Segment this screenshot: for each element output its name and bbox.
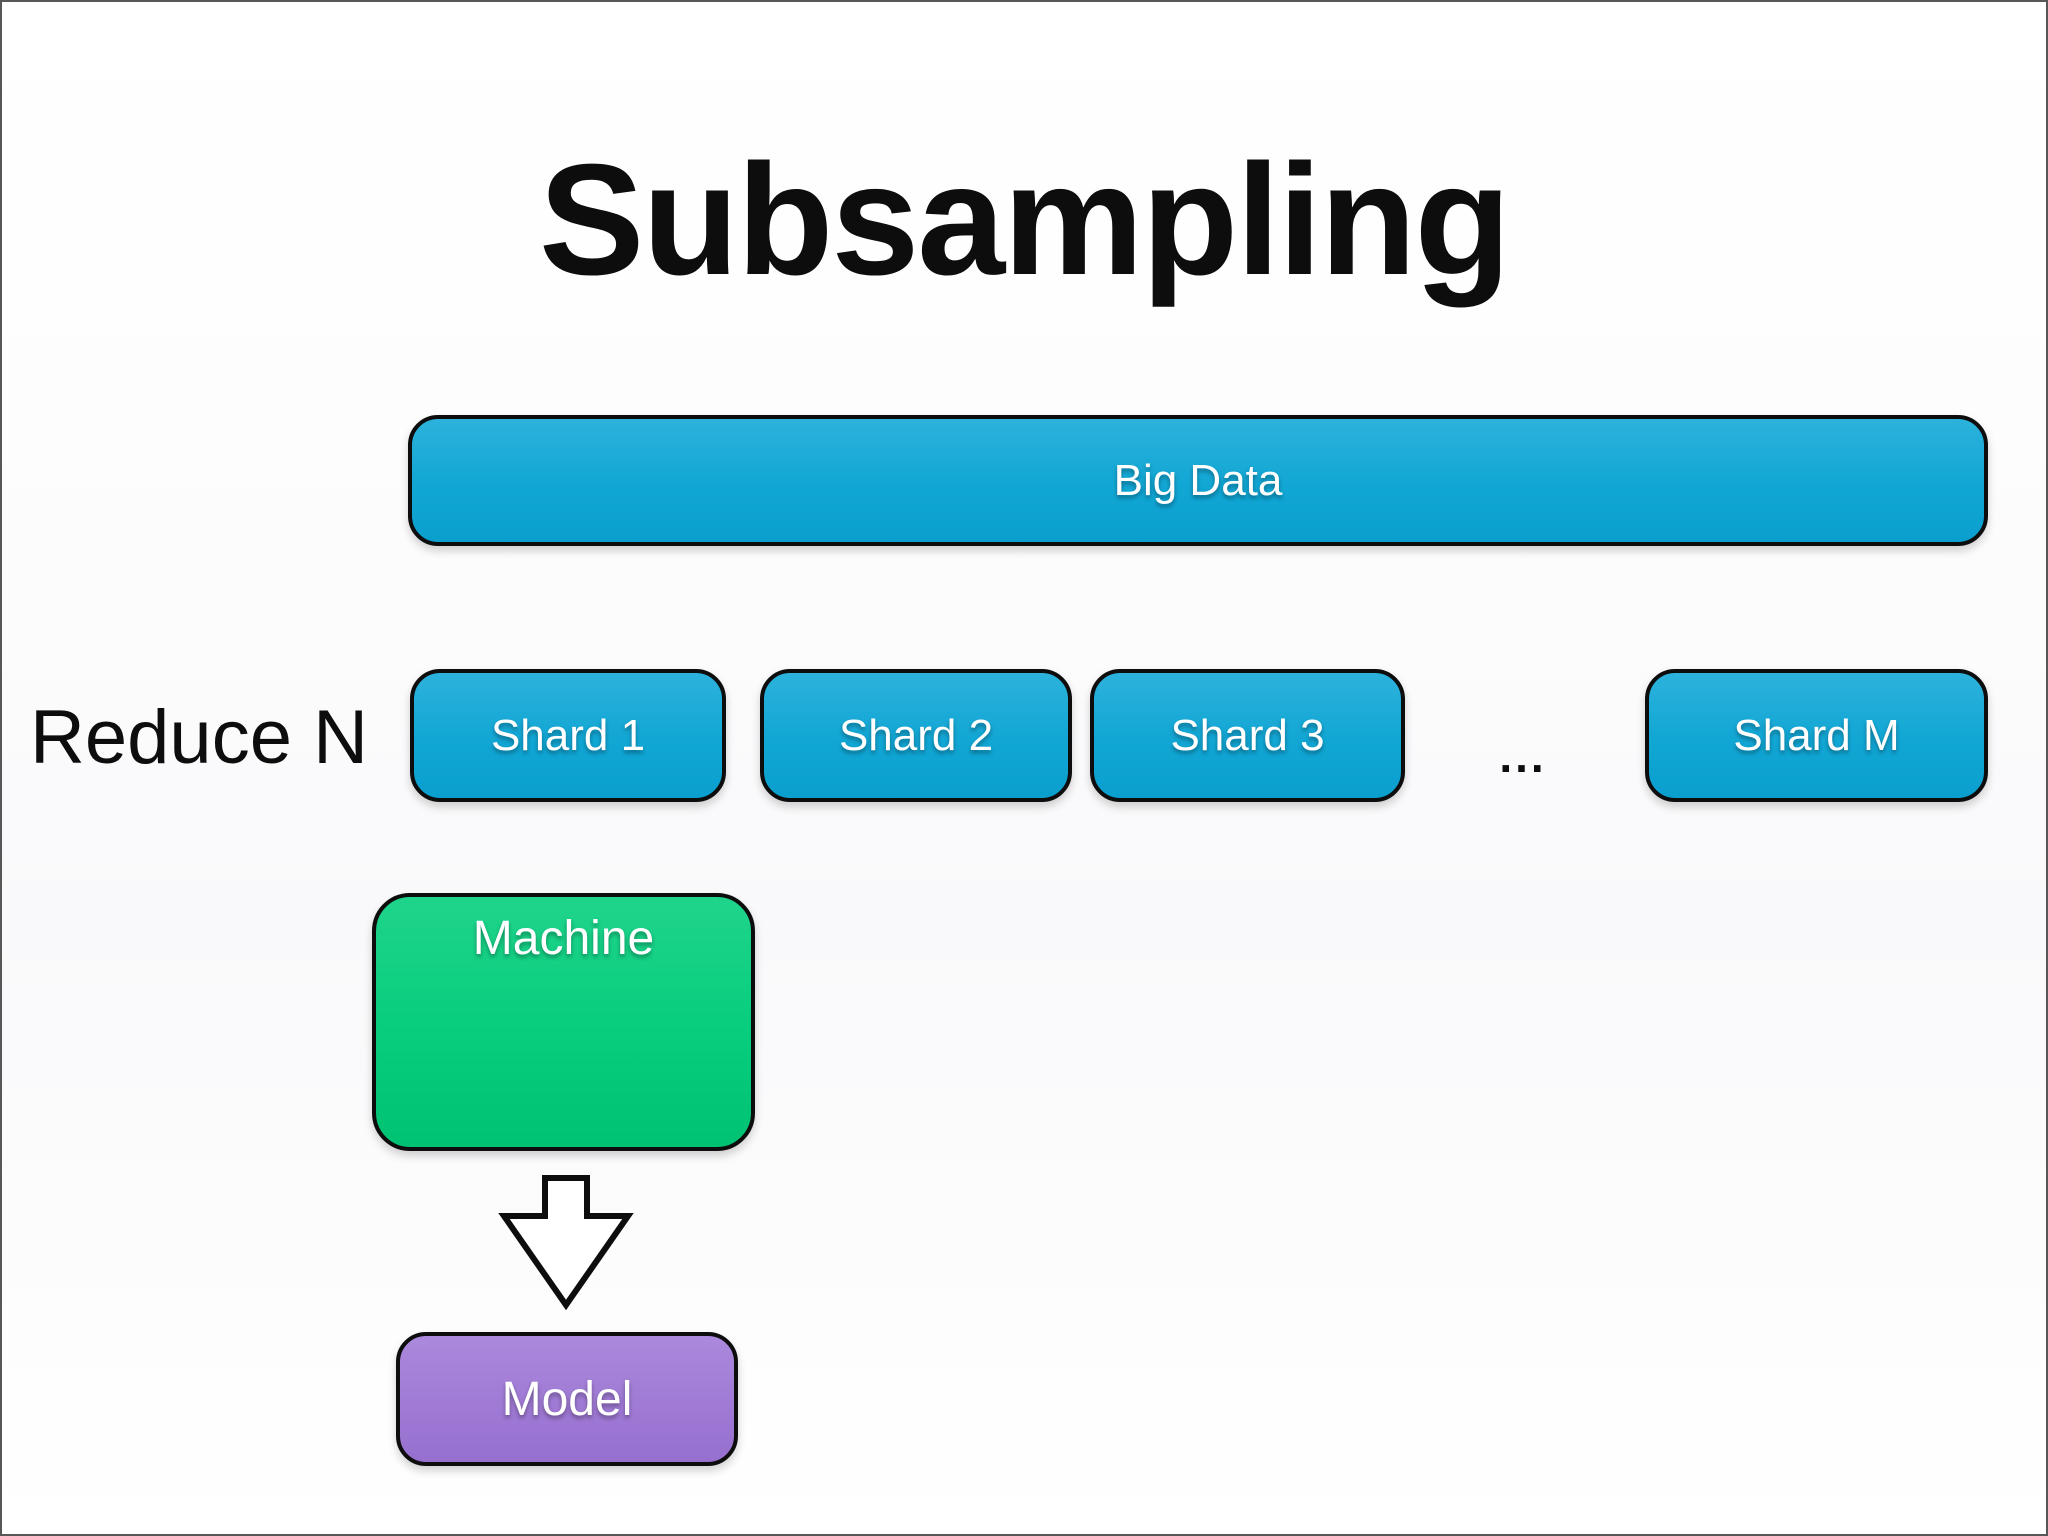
shard-ellipsis: ... xyxy=(1499,730,1547,782)
shard-2-label: Shard 2 xyxy=(838,710,994,760)
slide-title: Subsampling xyxy=(539,132,1511,308)
down-arrow-icon xyxy=(498,1175,634,1310)
big-data-label: Big Data xyxy=(1113,455,1283,505)
reduce-n-label: Reduce N xyxy=(30,695,368,780)
machine-box: Machine xyxy=(372,893,755,1151)
model-box: Model xyxy=(396,1332,738,1466)
shard-m-label: Shard M xyxy=(1733,710,1900,760)
shard-2-box: Shard 2 xyxy=(760,669,1072,802)
model-label: Model xyxy=(501,1372,633,1426)
big-data-box: Big Data xyxy=(408,415,1988,546)
shard-m-box: Shard M xyxy=(1645,669,1988,802)
shard-3-box: Shard 3 xyxy=(1090,669,1405,802)
machine-label: Machine xyxy=(472,912,655,965)
shard-3-label: Shard 3 xyxy=(1170,710,1325,760)
shard-row: Shard 1 Shard 2 Shard 3 ... Shard M xyxy=(408,669,1990,802)
shard-1-label: Shard 1 xyxy=(490,710,646,760)
shard-1-box: Shard 1 xyxy=(410,669,726,802)
